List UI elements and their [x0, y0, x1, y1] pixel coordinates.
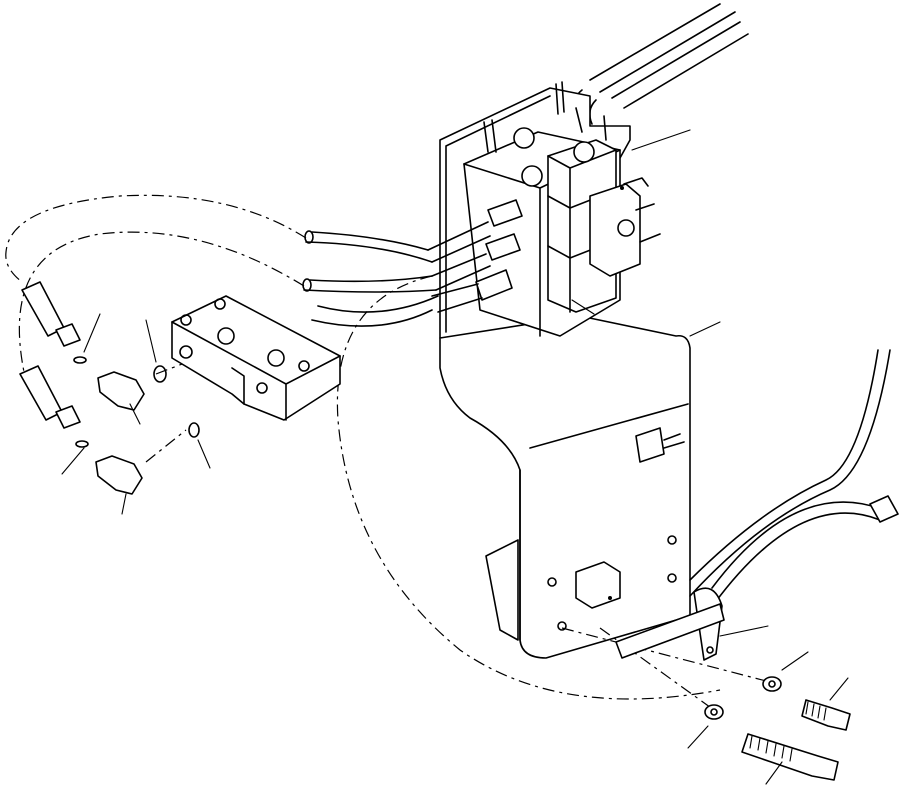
left-fittings — [19, 281, 200, 495]
manifold-block — [171, 295, 341, 421]
hoses-left — [302, 230, 439, 327]
dashed-routing — [5, 194, 771, 711]
support-bracket — [439, 315, 691, 659]
hose-fittings — [427, 199, 523, 313]
upper-hoses — [574, 3, 749, 125]
fasteners — [704, 676, 851, 781]
leader-lines — [61, 129, 849, 785]
right-hoses-and-clamp — [615, 349, 899, 661]
